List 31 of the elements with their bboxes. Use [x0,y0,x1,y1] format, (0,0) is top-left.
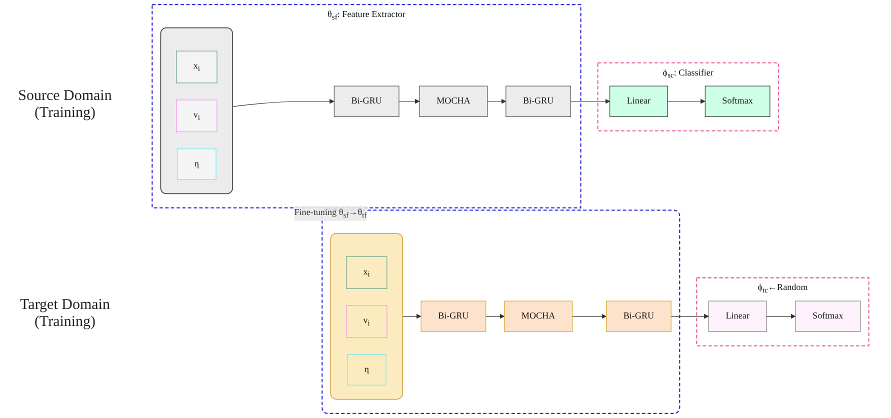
node-box: v$_{i}$ [176,100,218,132]
node-box: Linear [610,86,668,117]
arrow [670,314,709,319]
cluster [160,27,234,194]
arrow [766,314,796,319]
node-box: η [346,354,386,386]
arrow [487,98,506,104]
node-box: η [176,148,216,180]
node-box: Bi-GRU [420,300,486,332]
row-label: Source Domain (Training) [17,88,113,122]
cluster [330,232,403,400]
node-box: v$_{i}$ [346,305,388,338]
edge-label: Fine-tuning θ$_{sf}$→θ$_{tf}$ [294,208,367,220]
node-box: Softmax [795,300,861,332]
arrow [398,98,420,104]
arrow [402,314,422,319]
node-box: x$_{i}$ [346,256,388,289]
node-box: Softmax [704,86,770,117]
node-box: MOCHA [504,300,573,332]
node-box: Bi-GRU [334,86,400,117]
node-box: MOCHA [419,86,488,117]
arrow [667,98,706,104]
arrow [232,98,334,107]
node-box: x$_{i}$ [176,50,218,84]
arrow [570,98,610,104]
node-box: Bi-GRU [606,300,672,332]
row-label: Target Domain (Training) [19,296,111,330]
arrow [572,314,607,319]
node-box: Bi-GRU [506,86,572,117]
arrow [486,314,505,319]
node-box: Linear [708,300,767,332]
